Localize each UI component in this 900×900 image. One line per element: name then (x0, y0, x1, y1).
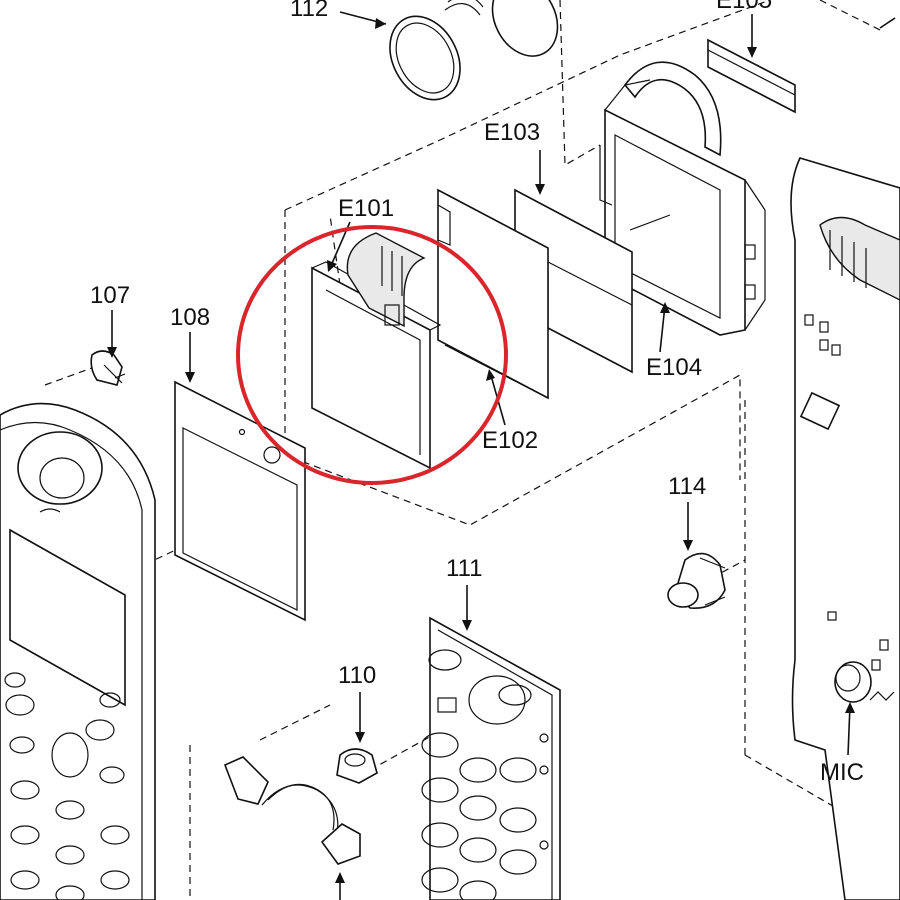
label-108: 108 (170, 304, 210, 331)
label-e101: E101 (338, 195, 394, 222)
leader-arrows (107, 11, 896, 900)
part-114-speaker (667, 552, 726, 609)
label-e104: E104 (646, 354, 702, 381)
part-e102-sheet (437, 188, 549, 400)
part-microphone (834, 661, 872, 703)
part-e104-lcd-holder (599, 61, 766, 336)
part-107-clip (90, 350, 126, 386)
label-110: 110 (338, 662, 376, 689)
label-e103: E103 (484, 119, 540, 146)
part-side-key (223, 756, 361, 865)
part-main-pcb (790, 157, 900, 900)
part-e105-strip (707, 38, 796, 114)
label-114: 114 (668, 473, 706, 500)
highlight-circle (236, 225, 508, 485)
label-e105: E105 (716, 0, 772, 14)
part-labels: 112 E105 E103 E101 107 108 E104 E102 114… (90, 0, 864, 786)
part-110-button-cap (336, 748, 378, 784)
label-111: 111 (446, 555, 482, 582)
part-e101-lcd (311, 232, 442, 470)
label-112: 112 (290, 0, 328, 22)
part-112-receiver (389, 0, 559, 101)
part-handset-front-case (0, 402, 156, 900)
label-107: 107 (90, 282, 130, 309)
label-e102: E102 (482, 427, 538, 454)
part-111-keypad (421, 616, 561, 900)
label-mic: MIC (820, 759, 864, 786)
